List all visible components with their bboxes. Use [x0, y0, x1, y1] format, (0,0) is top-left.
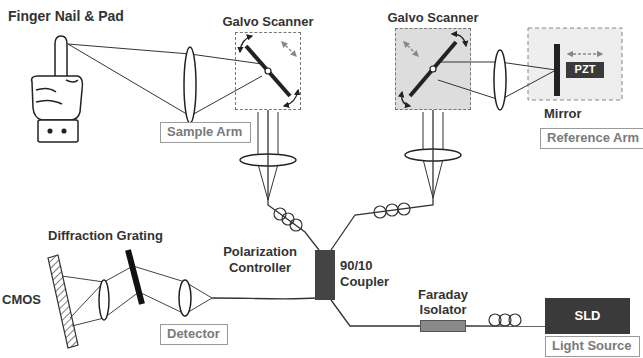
sample-label: Finger Nail & Pad: [8, 8, 124, 25]
part-label: CMOS: [2, 292, 41, 308]
fiber-loop: [509, 314, 521, 326]
mirror-plate: [246, 46, 290, 96]
mirror-plate: [410, 42, 456, 96]
fiber-coupler: 90/10 Coupler: [315, 250, 335, 300]
beam-ray: [62, 276, 104, 282]
beam-ray: [423, 112, 424, 151]
light-source-box: SLD: [545, 298, 630, 334]
beam-ray: [443, 112, 444, 151]
scan-direction: [282, 42, 296, 56]
cuff: [38, 120, 78, 142]
cuff-button: [48, 129, 52, 133]
scan-arrow: [402, 92, 410, 106]
scan-arrow: [240, 36, 252, 52]
diffraction-grating: [128, 250, 142, 304]
beam-ray: [258, 164, 268, 200]
pivot: [430, 66, 436, 72]
beam-ray: [190, 54, 262, 64]
scan-direction: [404, 42, 418, 56]
detector-lens: [179, 280, 191, 316]
part-label: Mirror: [544, 106, 582, 122]
reference-lens: [494, 50, 506, 110]
part-label: Polarization Controller: [214, 244, 306, 275]
beam-ray: [133, 266, 185, 282]
node-text: Faraday Isolator: [407, 287, 479, 318]
pzt-actuator: PZT: [566, 62, 604, 78]
fiber-loops: [274, 203, 521, 326]
sample-beam: [68, 44, 262, 116]
galvo-scanner: Galvo Scanner: [395, 28, 471, 110]
cuff-button: [62, 129, 66, 133]
node-text: 90/10 Coupler: [340, 258, 392, 289]
fist: [32, 76, 83, 120]
node-text: SLD: [575, 308, 601, 324]
beam-ray: [278, 112, 279, 156]
beam-ray: [433, 159, 443, 198]
index-finger: [55, 36, 67, 80]
galvo-mirror: [240, 36, 298, 106]
node-text: PZT: [575, 63, 596, 76]
pivot: [265, 68, 271, 74]
node-text: Reference Arm: [547, 130, 641, 146]
beam-ray: [68, 44, 190, 116]
node-text: Galvo Scanner: [387, 10, 478, 26]
arm-label-box: Light Source: [545, 336, 640, 357]
cmos-sensor: [48, 255, 78, 348]
scan-arrow: [452, 34, 466, 46]
arm-label-box: Detector: [160, 324, 228, 345]
beam-ray: [258, 112, 259, 156]
beam-ray: [438, 62, 500, 63]
optical-fiber: [268, 110, 319, 250]
galvo-housing-shade: [395, 28, 471, 110]
optical-fiber: [331, 110, 433, 250]
translation-arrow: [568, 53, 602, 54]
beam-ray: [104, 266, 133, 282]
optical-fiber: [466, 325, 545, 326]
arm-label-box: Sample Arm: [160, 122, 251, 143]
beam-ray: [72, 318, 104, 326]
beam-ray: [190, 76, 262, 116]
scan-arrow: [284, 90, 298, 106]
detector-fiber: [212, 297, 317, 299]
beam-ray: [500, 62, 556, 70]
beam-ray: [268, 164, 278, 200]
galvo-mirror: [402, 34, 466, 106]
focusing-lens: [99, 280, 109, 320]
mirror-stage: [528, 28, 622, 100]
node-text: Galvo Scanner: [222, 14, 313, 30]
knuckles: [36, 80, 78, 104]
beam-ray: [139, 292, 185, 314]
beam-ray: [500, 70, 556, 100]
part-label: Diffraction Grating: [48, 228, 163, 244]
optical-fiber: [331, 300, 420, 326]
node-text: Sample Arm: [167, 124, 244, 140]
arm-label-box: Reference Arm: [540, 128, 643, 149]
hand-figure: [32, 36, 83, 142]
galvo-scanner: Galvo Scanner: [235, 32, 301, 110]
beam-ray: [423, 159, 433, 198]
beam-ray: [68, 44, 190, 54]
faraday-isolator: Faraday Isolator: [420, 320, 466, 332]
beam-ray: [438, 80, 500, 100]
objective-lens: [184, 47, 196, 123]
node-text: Detector: [167, 326, 221, 342]
reference-mirror: [554, 44, 560, 96]
node-text: Light Source: [552, 338, 633, 354]
